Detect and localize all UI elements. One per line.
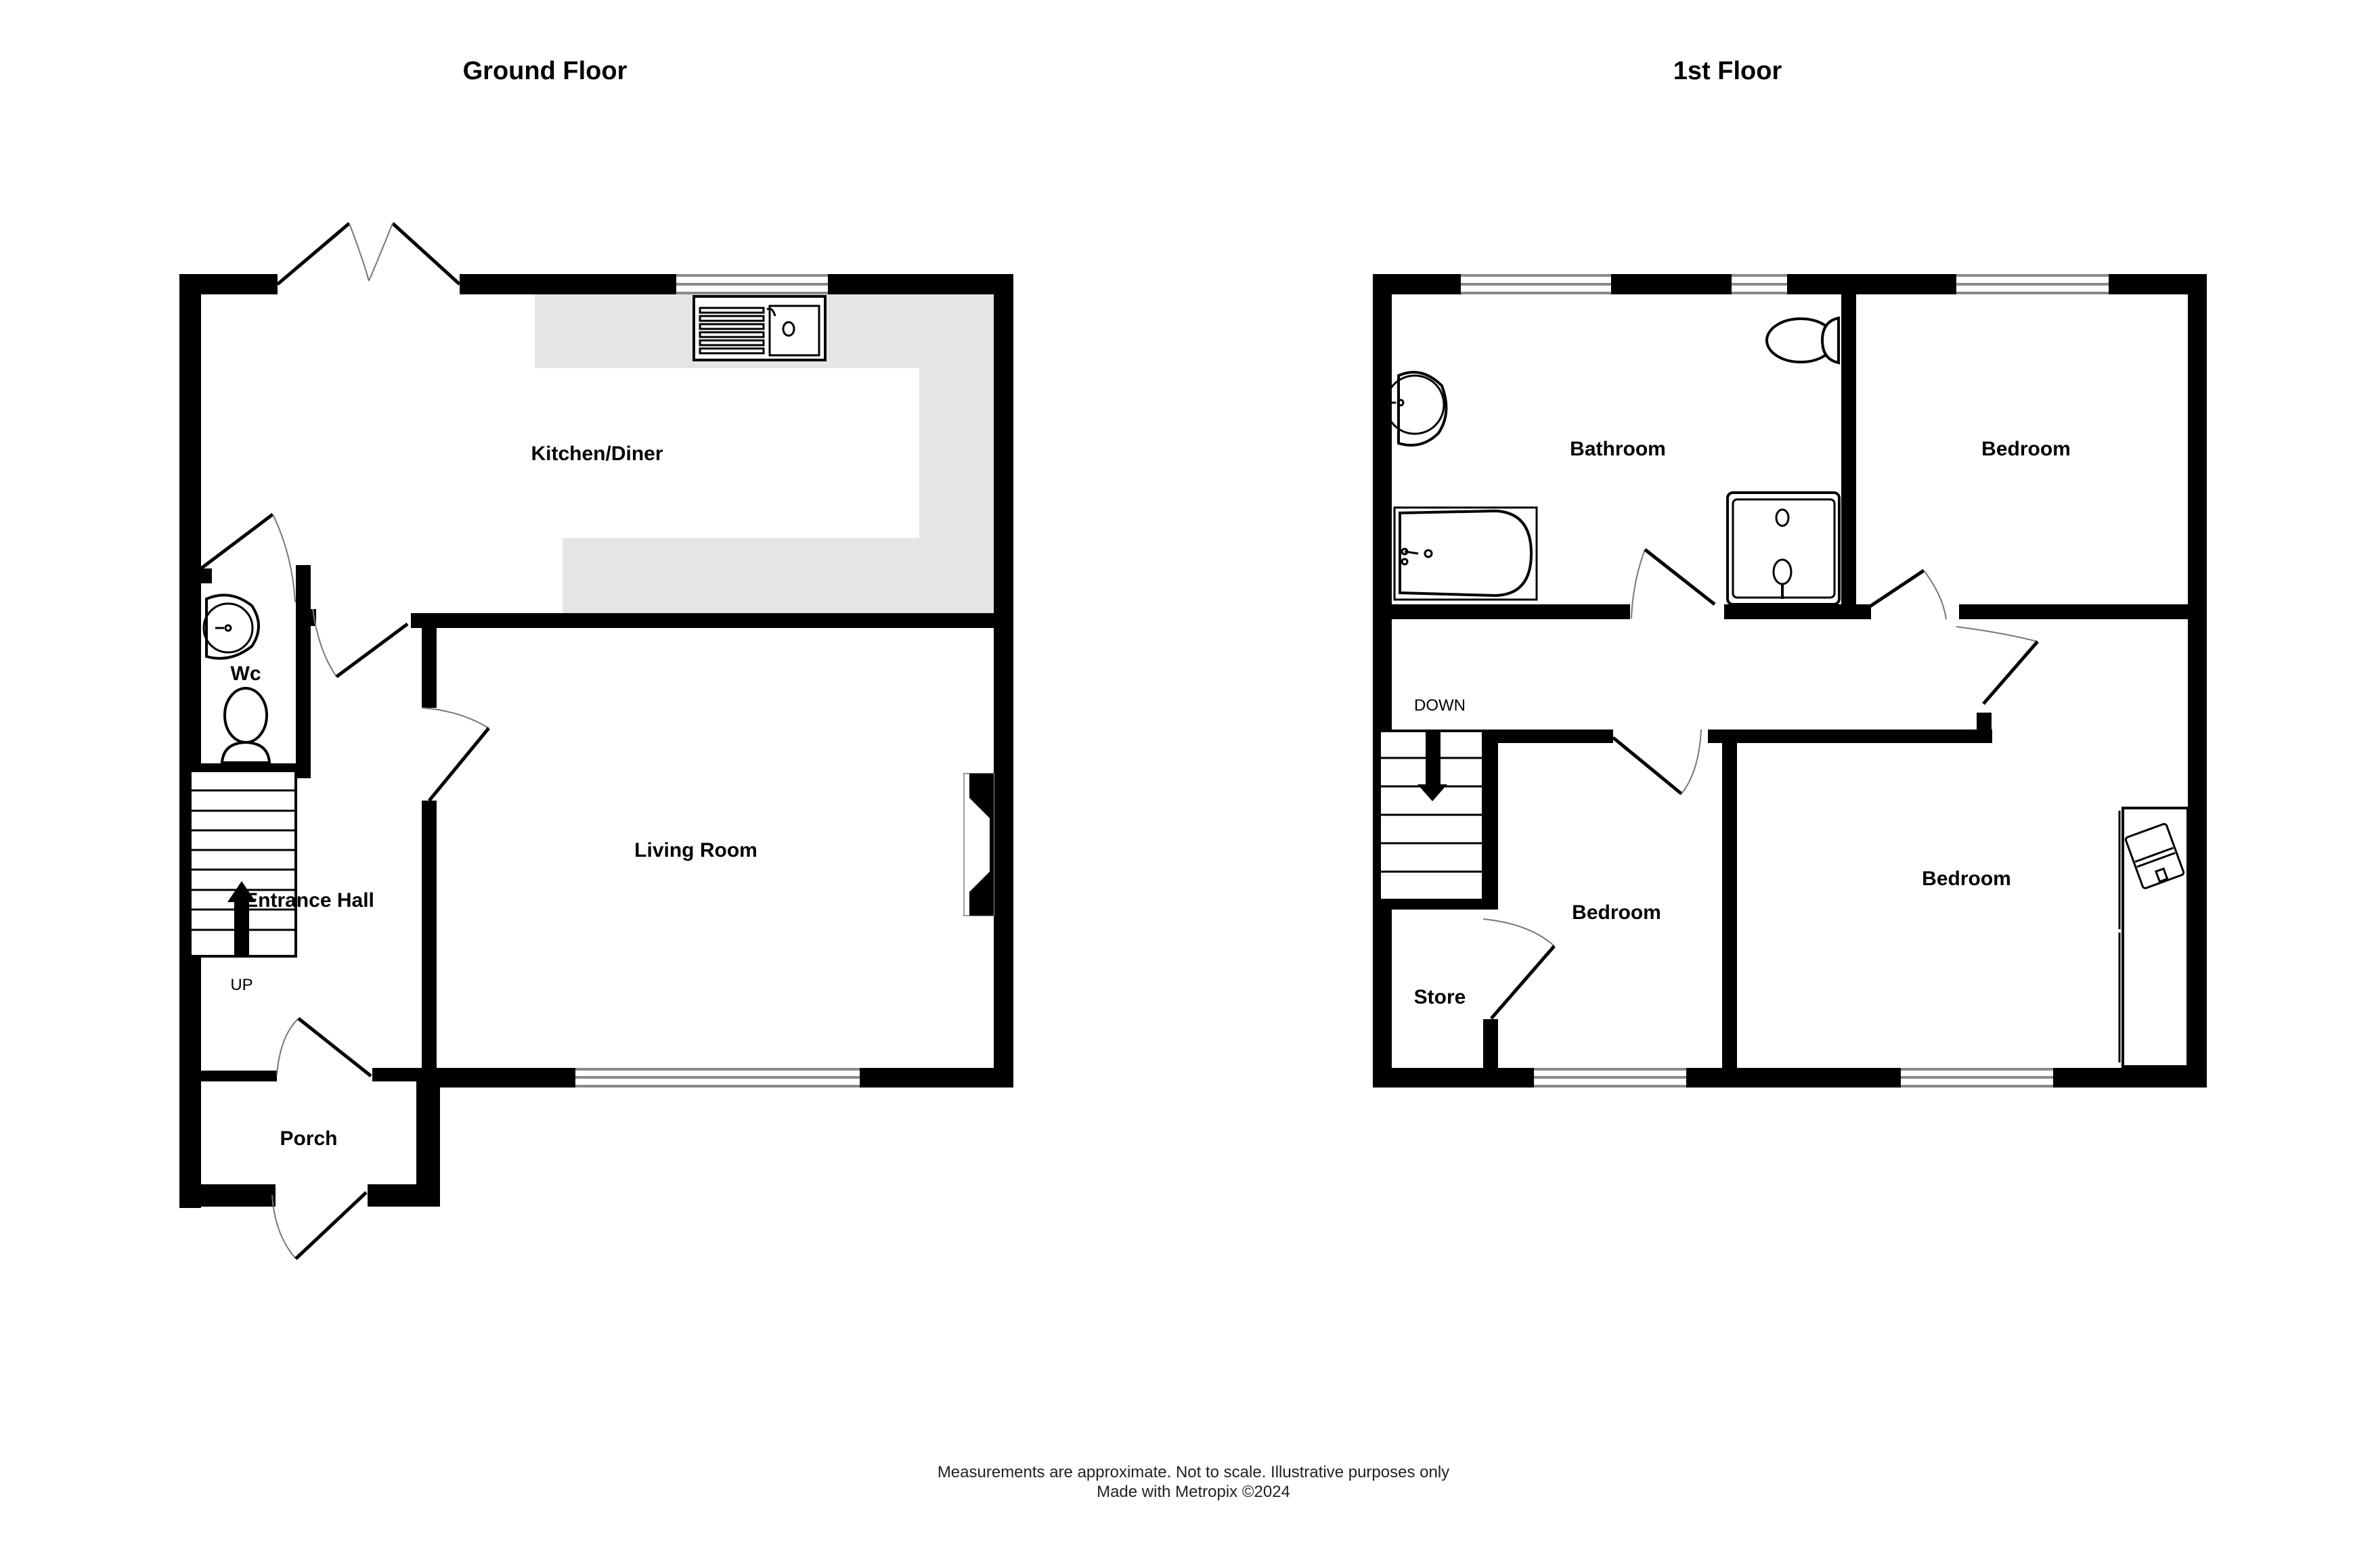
room-label-living-room: Living Room [634,839,757,861]
room-label-bathroom: Bathroom [1570,438,1666,460]
porch-inner-door [276,1017,372,1077]
stairs-up-label: UP [230,976,252,994]
bathroom-window-small [1732,274,1787,294]
disclaimer-text: Measurements are approximate. Not to sca… [938,1463,1449,1481]
living-room-door [421,707,490,802]
ground-floor-title: Ground Floor [463,57,628,85]
wc-toilet-icon [220,687,271,764]
small-bedroom-window [1534,1068,1686,1088]
stairs-down-arrow-icon [1417,731,1447,801]
room-label-entrance-hall: Entrance Hall [244,889,374,912]
ground-floor-plan: UP Kitchen/Diner Wc Living Room Entrance… [179,222,1013,1260]
room-label-rear-bedroom: Bedroom [1981,438,2071,460]
stairs-down-label: DOWN [1414,696,1466,715]
room-label-wc: Wc [231,663,261,685]
rear-bedroom-window [1956,274,2109,294]
bathroom-window-large [1461,274,1611,294]
wardrobe-icon [2118,807,2189,1068]
room-label-porch: Porch [280,1127,337,1150]
large-bedroom-window [1901,1068,2053,1088]
room-label-small-bedroom: Bedroom [1572,901,1661,924]
kitchen-sink-icon [693,295,827,361]
bath-tub-icon [1393,506,1538,601]
first-floor-walls [1373,274,2207,1088]
store-door [1482,918,1556,1020]
room-label-kitchen-diner: Kitchen/Diner [531,443,663,465]
living-room-window [575,1068,860,1088]
room-label-large-bedroom: Bedroom [1922,868,2011,890]
small-bedroom-door [1612,729,1702,795]
large-bedroom-door [1956,626,2039,705]
wc-door [200,513,296,603]
bathroom-toilet-icon [1765,316,1840,365]
credit-text: Made with Metropix ©2024 [1097,1483,1290,1501]
hall-kitchen-door [312,608,409,679]
bathroom-door [1631,548,1716,619]
room-label-store: Store [1414,986,1466,1008]
fireplace-icon [963,773,994,916]
first-floor-title: 1st Floor [1673,57,1782,85]
kitchen-french-doors [276,222,461,286]
stairs-up-arrow-icon [227,881,256,956]
front-door [271,1191,368,1260]
bathroom-basin-icon [1384,371,1448,447]
wc-basin-icon [202,593,260,660]
shower-tray-icon [1726,491,1841,606]
rear-bedroom-door [1862,568,1947,620]
kitchen-window [676,274,828,294]
first-floor-plan: DOWN Bathroom Bedroom Bedroom Bedroom St… [1373,274,2207,1088]
